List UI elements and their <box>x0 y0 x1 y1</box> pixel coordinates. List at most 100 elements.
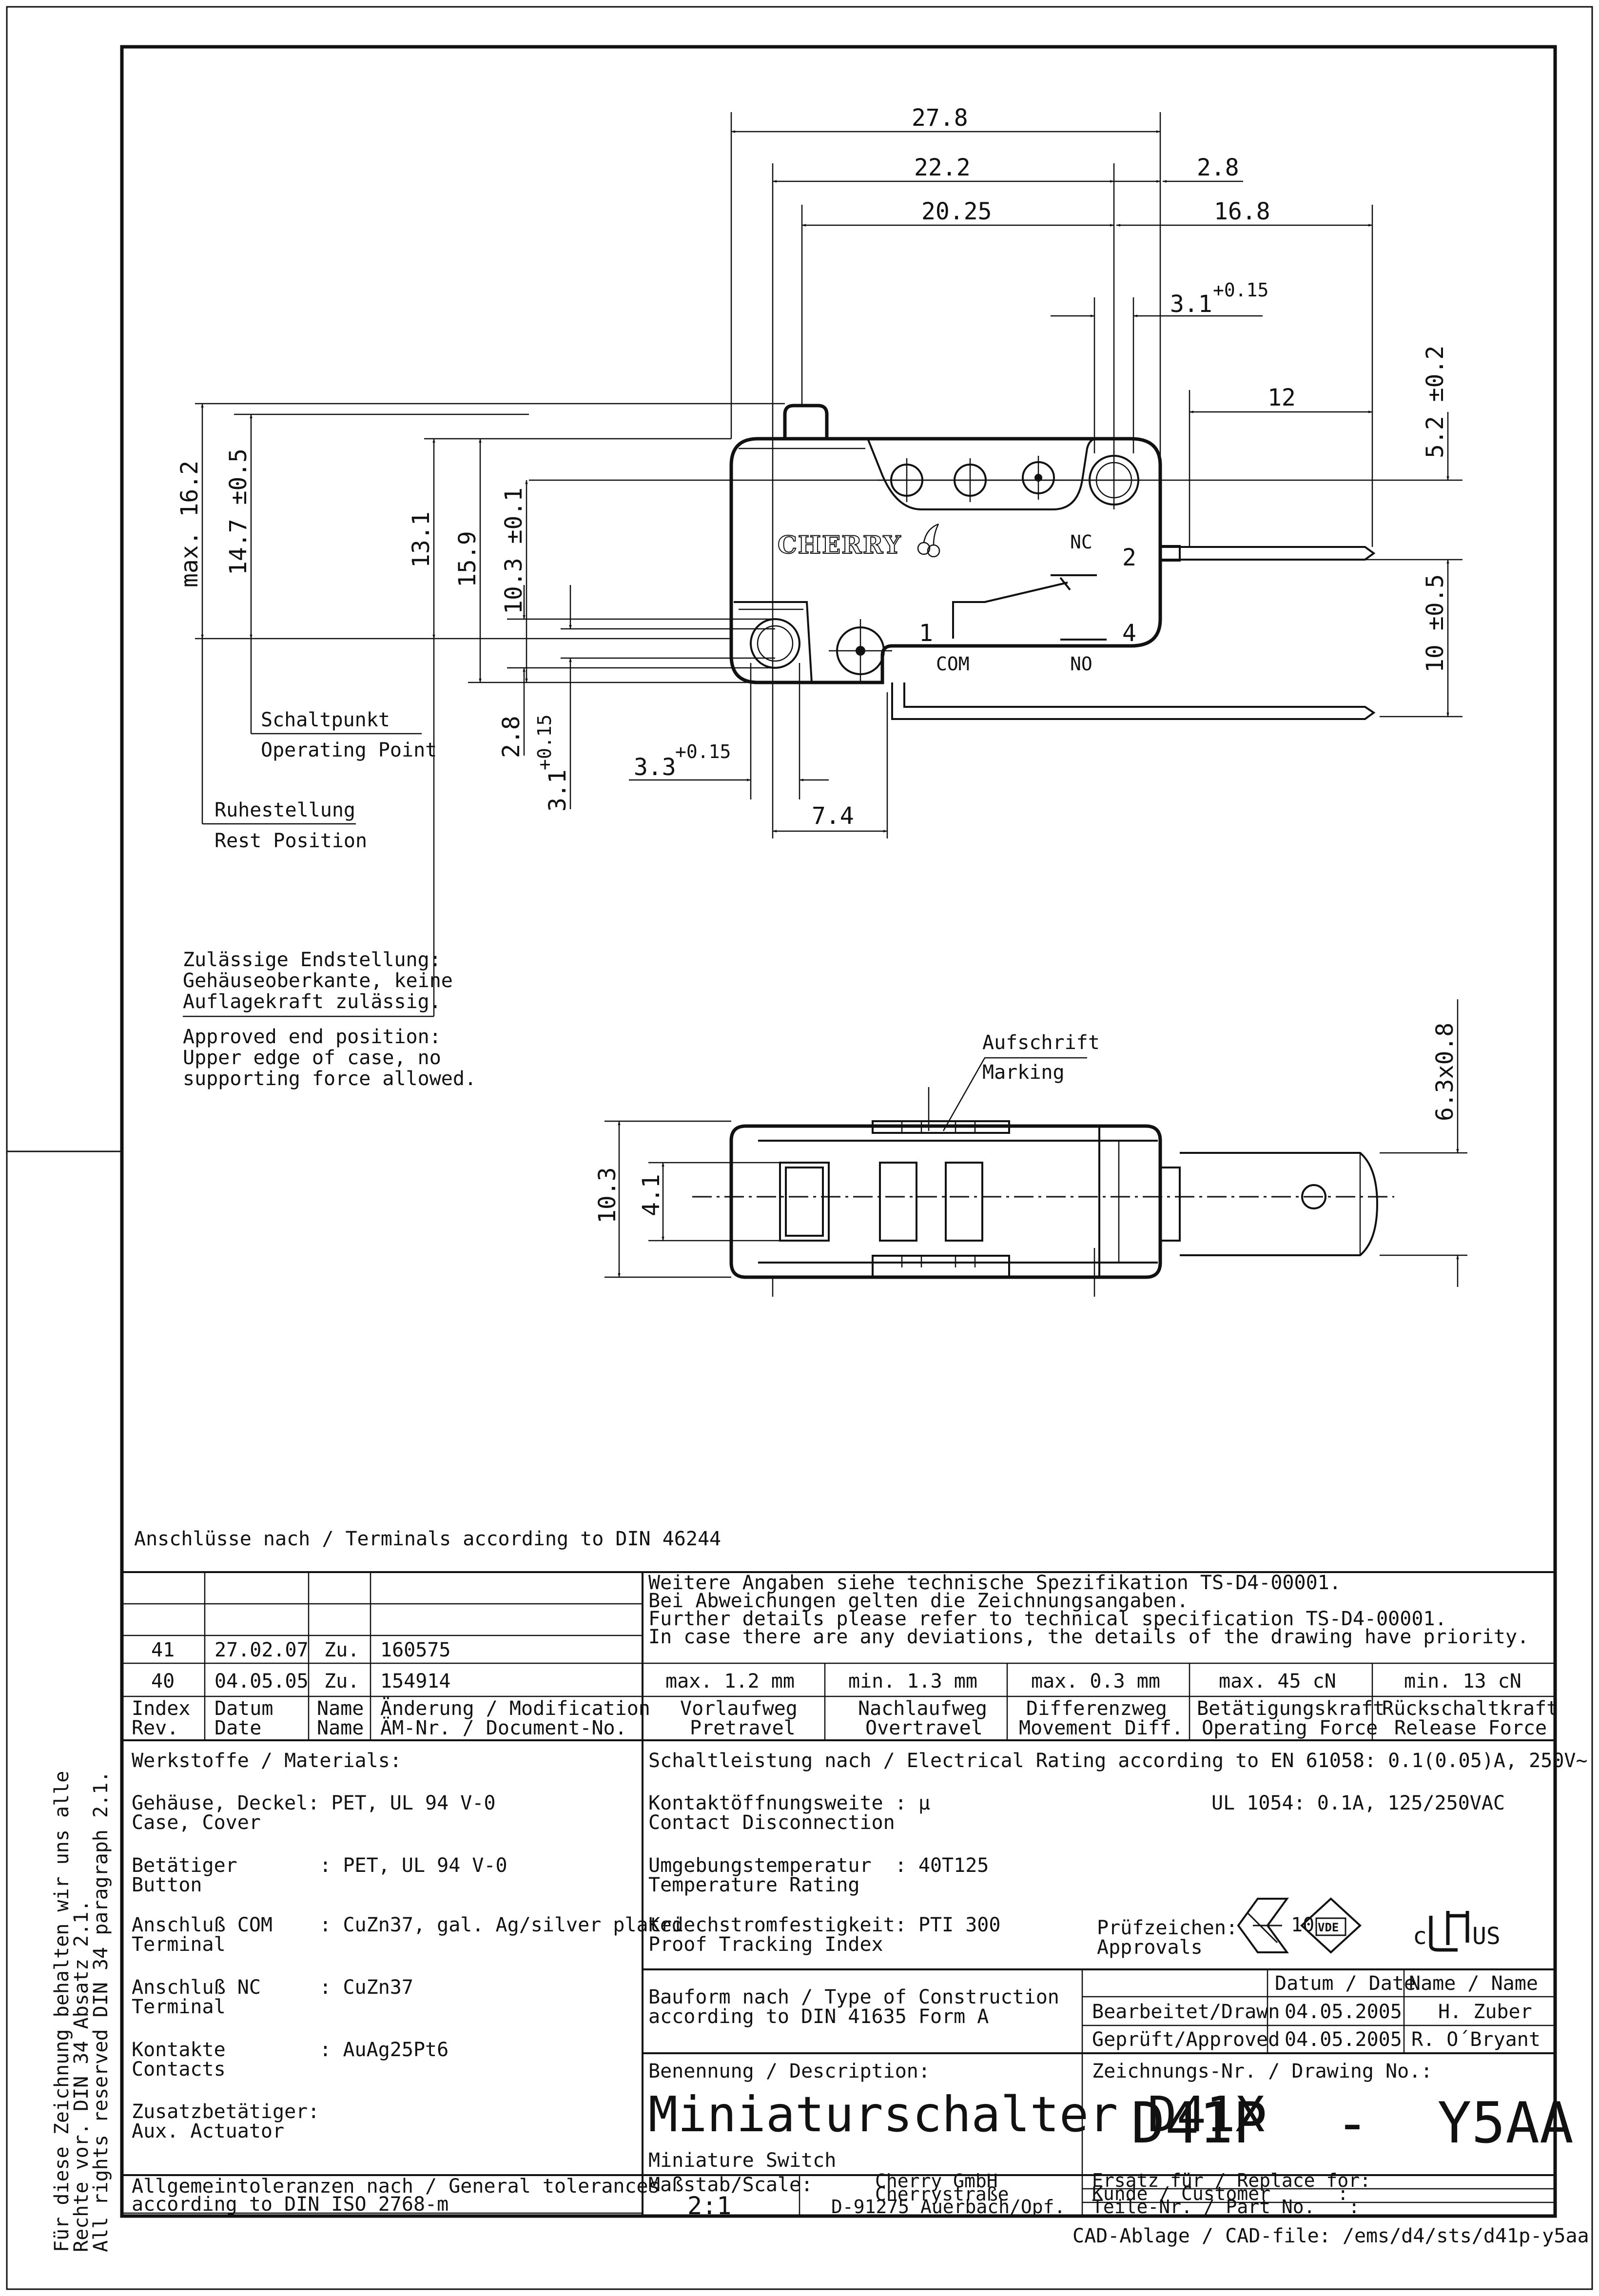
tolerance-line-2: according to DIN ISO 2768-m <box>132 2193 448 2216</box>
tolerance-line-1: Allgemeintoleranzen nach / General toler… <box>132 2175 660 2198</box>
dim-3-1-left: 3.1 <box>544 769 571 812</box>
copyright-2: Rechte vor. DIN 34 Absatz 2.1. <box>70 1900 93 2252</box>
approvals-de: Prüfzeichen: <box>1097 1917 1238 1939</box>
label-marking: Marking <box>982 1061 1065 1084</box>
travel-pre-de: Vorlaufweg <box>680 1697 798 1720</box>
label-ruhestellung: Ruhestellung <box>214 799 355 821</box>
spec-note-2: Bei Abweichungen gelten die Zeichnungsan… <box>648 1590 1189 1612</box>
dim-14-7: 14.7 ±0.5 <box>225 448 252 575</box>
rev-header-index-en: Rev. <box>132 1717 178 1739</box>
approved-name: R. O´Bryant <box>1411 2028 1540 2051</box>
end-position-de-1: Zulässige Endstellung: <box>183 949 441 971</box>
rev-header-index-de: Index <box>132 1697 190 1720</box>
contact-schematic <box>952 582 1068 639</box>
spec-note-4: In case there are any deviations, the de… <box>648 1626 1529 1648</box>
label-no: NO <box>1070 653 1092 675</box>
pti-en: Proof Tracking Index <box>648 1933 883 1956</box>
drawn-date: 04.05.2005 <box>1285 2001 1402 2023</box>
side-body <box>729 1124 1162 1279</box>
terminals-note: Anschlüsse nach / Terminals according to… <box>134 1528 721 1550</box>
travel-opforce-value: max. 45 cN <box>1219 1670 1336 1693</box>
label-rest-position: Rest Position <box>214 830 367 852</box>
travel-pre-en: Pretravel <box>690 1717 796 1739</box>
label-nc: NC <box>1070 531 1092 553</box>
material-case: Gehäuse, Deckel: PET, UL 94 V-0 <box>132 1792 496 1814</box>
travel-pre-value: max. 1.2 mm <box>665 1670 795 1693</box>
terminal-com <box>891 682 1376 720</box>
temperature-en: Temperature Rating <box>648 1874 859 1896</box>
drawn-name: H. Zuber <box>1438 2001 1532 2023</box>
dim-7-4: 7.4 <box>812 802 854 830</box>
dim-3-1-top: 3.1 <box>1170 291 1212 318</box>
end-position-de-3: Auflagekraft zulässig. <box>183 991 441 1013</box>
end-position-de-2: Gehäuseoberkante, keine <box>183 970 453 992</box>
description-label: Benennung / Description: <box>648 2060 930 2082</box>
pin-label-2: 2 <box>1122 544 1136 571</box>
dim-4-1: 4.1 <box>638 1174 665 1216</box>
description-de: Miniaturschalter D41X <box>648 2086 1265 2143</box>
brand-logo: CHERRY <box>778 530 901 559</box>
dim-16-8: 16.8 <box>1214 198 1270 225</box>
materials-title: Werkstoffe / Materials: <box>132 1750 402 1772</box>
terminal-nc <box>1160 546 1376 561</box>
dim-5-2: 5.2 ±0.2 <box>1422 346 1449 458</box>
rev-40-change: 154914 <box>380 1670 451 1693</box>
rev-41-name: Zu. <box>324 1639 359 1661</box>
material-case-en: Case, Cover <box>132 1811 261 1834</box>
construction-de: Bauform nach / Type of Construction <box>648 1986 1059 2008</box>
rev-40-index: 40 <box>151 1670 175 1693</box>
scale-label: Maßstab/Scale: <box>648 2174 813 2196</box>
leader-labels: Schaltpunkt Operating Point Ruhestellung… <box>183 709 476 1090</box>
contact-disconnection-en: Contact Disconnection <box>648 1811 895 1834</box>
travel-relforce-en: Release Force <box>1394 1717 1547 1739</box>
col-date: Datum / Date <box>1275 1972 1416 1995</box>
label-schaltpunkt: Schaltpunkt <box>261 709 390 731</box>
contact-disconnection-de: Kontaktöffnungsweite : μ <box>648 1792 930 1814</box>
end-position-en-1: Approved end position: <box>183 1026 441 1048</box>
scale-value: 2:1 <box>687 2192 731 2220</box>
pin-label-4: 4 <box>1122 620 1136 647</box>
dim-27-8: 27.8 <box>912 104 968 132</box>
travel-diff-en: Movement Diff. <box>1019 1717 1183 1739</box>
front-dimensions: 27.8 22.2 2.8 20.25 16.8 3.1 +0.15 12 5.… <box>176 104 1462 1016</box>
travel-over-en: Overtravel <box>865 1717 983 1739</box>
approved-date: 04.05.2005 <box>1285 2028 1402 2051</box>
label-com: COM <box>936 653 970 675</box>
approvals-en: Approvals <box>1097 1936 1203 1959</box>
side-terminal-tab <box>1180 1152 1379 1256</box>
copyright-3: All rights reserved DIN 34 paragraph 2.1… <box>90 1771 112 2252</box>
label-aufschrift: Aufschrift <box>982 1031 1100 1054</box>
upper-cavity <box>867 438 1097 510</box>
rev-41-index: 41 <box>151 1639 175 1661</box>
dim-13-1: 13.1 <box>408 511 435 568</box>
spec-note-3: Further details please refer to technica… <box>648 1608 1447 1630</box>
travel-diff-value: max. 0.3 mm <box>1031 1670 1160 1693</box>
ul-mark-icon: c US <box>1413 1911 1501 1952</box>
part-no: Teile-Nr. / Part No. : <box>1092 2196 1360 2218</box>
cherry-icon <box>917 523 940 558</box>
material-contacts: Kontakte : AuAg25Pt6 <box>132 2039 448 2061</box>
switch-body <box>729 437 1162 684</box>
dim-6-3x0-8: 6.3x0.8 <box>1431 1023 1459 1121</box>
material-aux-en: Aux. Actuator <box>132 2120 284 2142</box>
material-com: Anschluß COM : CuZn37, gal. Ag/silver pl… <box>132 1914 683 1936</box>
dim-15-9: 15.9 <box>454 531 481 587</box>
cad-file: CAD-Ablage / CAD-file: /ems/d4/sts/d41p-… <box>1072 2225 1589 2247</box>
material-button-en: Button <box>132 1874 202 1896</box>
travel-relforce-value: min. 13 cN <box>1404 1670 1521 1693</box>
drawn-label: Bearbeitet/Drawn <box>1092 2001 1280 2023</box>
dim-20-25: 20.25 <box>921 198 992 225</box>
tab-hole <box>1301 1184 1326 1209</box>
dim-12: 12 <box>1268 384 1296 411</box>
dim-22-2: 22.2 <box>914 154 971 181</box>
dim-10-3-side: 10.3 <box>594 1167 621 1224</box>
ul-c: c <box>1413 1923 1427 1950</box>
travel-diff-de: Differenzweg <box>1026 1697 1167 1720</box>
rev-header-change-de: Änderung / Modification <box>380 1696 650 1720</box>
title-block: 41 27.02.07 Zu. 160575 40 04.05.05 Zu. 1… <box>122 1571 1599 2220</box>
travel-relforce-de: Rückschaltkraft <box>1382 1697 1558 1720</box>
company-city: D-91275 Auerbach/Opf. <box>831 2196 1065 2218</box>
material-nc: Anschluß NC : CuZn37 <box>132 1976 413 1999</box>
drawing-no-label: Zeichnungs-Nr. / Drawing No.: <box>1092 2060 1432 2082</box>
material-contacts-en: Contacts <box>132 2058 226 2081</box>
